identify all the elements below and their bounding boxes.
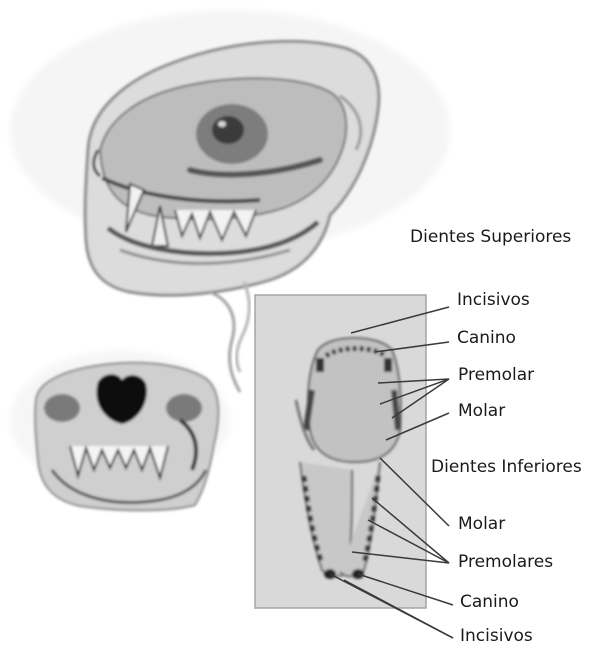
eye bbox=[212, 116, 244, 144]
upper-teeth-title: Dientes Superiores bbox=[410, 229, 571, 246]
upper-label-incisivos: Incisivos bbox=[457, 292, 530, 309]
lower-label-premolares: Premolares bbox=[458, 554, 553, 571]
lower-label-incisivos: Incisivos bbox=[460, 628, 533, 645]
lower-label-molar: Molar bbox=[458, 516, 505, 533]
lower-teeth-title: Dientes Inferiores bbox=[431, 459, 582, 476]
upper-label-canino: Canino bbox=[457, 330, 516, 347]
tooth-chart-panel bbox=[255, 295, 453, 638]
lower-label-canino: Canino bbox=[460, 594, 519, 611]
upper-label-molar: Molar bbox=[458, 403, 505, 420]
front-view-skull-illustration bbox=[35, 363, 218, 511]
upper-label-premolar: Premolar bbox=[458, 367, 534, 384]
connector-line bbox=[237, 282, 250, 372]
